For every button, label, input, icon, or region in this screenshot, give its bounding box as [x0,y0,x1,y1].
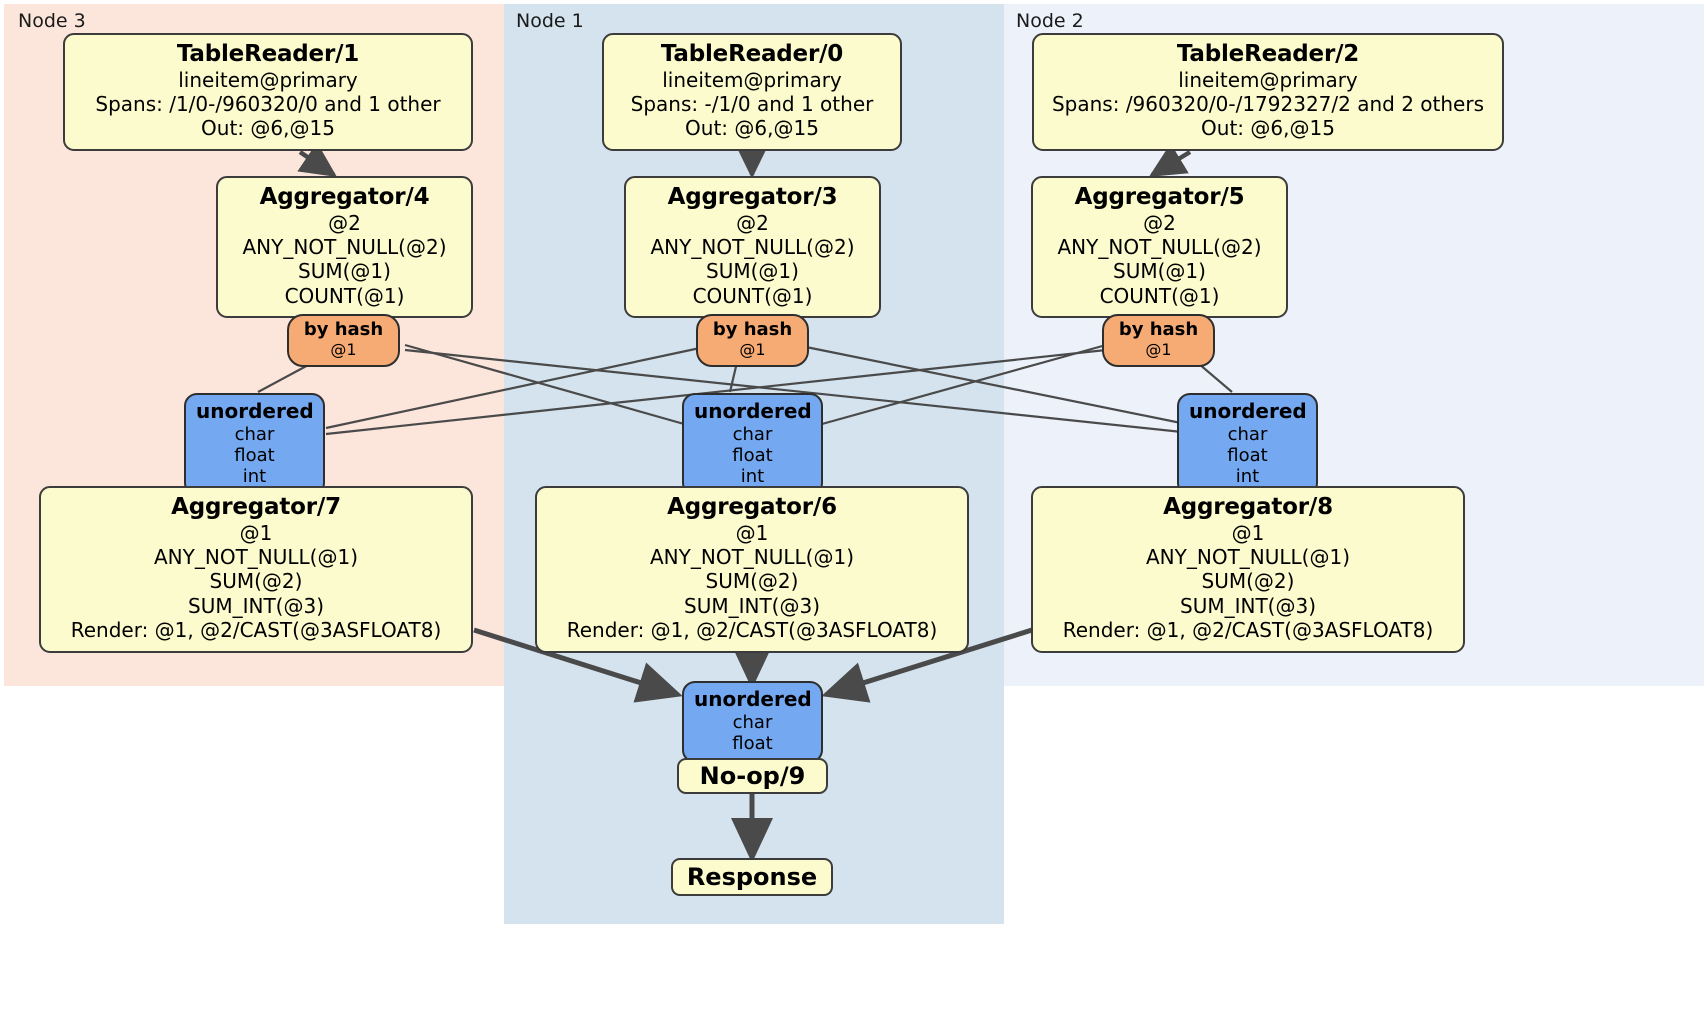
processor-line: SUM(@2) [209,569,303,594]
processor-title: Aggregator/3 [667,184,838,210]
processor-line: SUM_INT(@3) [188,593,324,618]
processor-line: SUM(@1) [706,259,799,284]
processor-title: Aggregator/8 [1163,494,1333,520]
processor-line: @2 [1143,210,1176,235]
processor-line: SUM_INT(@3) [684,593,820,618]
node-label-node2: Node 2 [1016,10,1084,32]
processor-table-reader-2[interactable]: TableReader/2 lineitem@primary Spans: /9… [1032,33,1504,151]
processor-line: lineitem@primary [662,67,842,92]
processor-line: @1 [239,520,273,545]
processor-line: COUNT(@1) [284,283,405,308]
processor-line: Out: @6,@15 [685,116,819,141]
output-router-hash-3[interactable]: by hash @1 [696,314,809,368]
processor-line: Render: @1, @2/CAST(@3ASFLOAT8) [1062,618,1434,643]
processor-line: ANY_NOT_NULL(@1) [1146,545,1350,570]
input-router-title: unordered [196,399,314,423]
processor-line: Render: @1, @2/CAST(@3ASFLOAT8) [566,618,938,643]
input-router-line: float [234,444,275,466]
input-router-title: unordered [694,399,812,423]
output-router-title: by hash [1118,319,1199,340]
processor-line: ANY_NOT_NULL(@1) [650,545,854,570]
processor-aggregator-6[interactable]: Aggregator/6 @1 ANY_NOT_NULL(@1) SUM(@2)… [535,486,969,653]
processor-aggregator-8[interactable]: Aggregator/8 @1 ANY_NOT_NULL(@1) SUM(@2)… [1031,486,1465,653]
processor-line: Spans: /960320/0-/1792327/2 and 2 others [1051,92,1484,117]
input-router-line: int [1235,466,1260,488]
input-router-line: float [732,732,773,754]
processor-line: SUM(@2) [705,569,799,594]
processor-aggregator-3[interactable]: Aggregator/3 @2 ANY_NOT_NULL(@2) SUM(@1)… [624,176,881,319]
input-router-line: int [242,466,267,488]
processor-line: @1 [735,520,769,545]
processor-title: Aggregator/5 [1074,184,1245,210]
input-router-title: unordered [694,687,812,711]
processor-line: lineitem@primary [178,67,358,92]
output-router-line: @1 [1145,339,1172,359]
processor-line: Spans: -/1/0 and 1 other [630,92,874,117]
input-router-line: float [1227,444,1268,466]
processor-aggregator-5[interactable]: Aggregator/5 @2 ANY_NOT_NULL(@2) SUM(@1)… [1031,176,1288,319]
input-router-line: char [732,711,773,733]
input-router-line: char [234,423,275,445]
processor-line: @2 [736,210,769,235]
output-router-title: by hash [303,319,384,340]
processor-table-reader-0[interactable]: TableReader/0 lineitem@primary Spans: -/… [602,33,902,151]
processor-title: TableReader/2 [1176,41,1360,67]
processor-title: Aggregator/7 [171,494,341,520]
processor-line: @1 [1231,520,1265,545]
output-router-line: @1 [739,339,766,359]
processor-line: SUM(@1) [298,259,391,284]
processor-title: No-op/9 [699,762,806,790]
processor-aggregator-7[interactable]: Aggregator/7 @1 ANY_NOT_NULL(@1) SUM(@2)… [39,486,473,653]
input-router-unordered-right[interactable]: unordered char float int [1177,393,1318,497]
processor-title: Response [686,863,818,891]
processor-title: Aggregator/4 [259,184,430,210]
processor-line: Out: @6,@15 [1201,116,1335,141]
input-router-line: int [740,466,765,488]
processor-line: COUNT(@1) [692,283,813,308]
input-router-unordered-final[interactable]: unordered char float [682,681,823,764]
processor-line: SUM_INT(@3) [1180,593,1316,618]
processor-line: lineitem@primary [1178,67,1358,92]
output-router-hash-4[interactable]: by hash @1 [287,314,400,368]
input-router-unordered-left[interactable]: unordered char float int [184,393,325,497]
output-router-hash-5[interactable]: by hash @1 [1102,314,1215,368]
input-router-unordered-center[interactable]: unordered char float int [682,393,823,497]
processor-response[interactable]: Response [671,858,833,896]
processor-line: SUM(@2) [1201,569,1295,594]
input-router-line: float [732,444,773,466]
processor-line: Out: @6,@15 [201,116,335,141]
processor-line: Spans: /1/0-/960320/0 and 1 other [95,92,441,117]
processor-title: TableReader/1 [176,41,360,67]
processor-line: ANY_NOT_NULL(@2) [650,235,855,260]
output-router-title: by hash [712,319,793,340]
processor-line: COUNT(@1) [1099,283,1220,308]
input-router-line: char [1227,423,1268,445]
processor-line: ANY_NOT_NULL(@2) [242,235,447,260]
processor-line: SUM(@1) [1113,259,1206,284]
processor-line: ANY_NOT_NULL(@2) [1057,235,1262,260]
input-router-title: unordered [1189,399,1307,423]
processor-title: TableReader/0 [660,41,844,67]
input-router-line: char [732,423,773,445]
processor-noop-9[interactable]: No-op/9 [677,758,828,794]
processor-table-reader-1[interactable]: TableReader/1 lineitem@primary Spans: /1… [63,33,473,151]
node-label-node3: Node 3 [18,10,86,32]
processor-aggregator-4[interactable]: Aggregator/4 @2 ANY_NOT_NULL(@2) SUM(@1)… [216,176,473,319]
processor-line: ANY_NOT_NULL(@1) [154,545,358,570]
processor-line: Render: @1, @2/CAST(@3ASFLOAT8) [70,618,442,643]
output-router-line: @1 [330,339,357,359]
processor-title: Aggregator/6 [667,494,837,520]
node-label-node1: Node 1 [516,10,584,32]
processor-line: @2 [328,210,361,235]
